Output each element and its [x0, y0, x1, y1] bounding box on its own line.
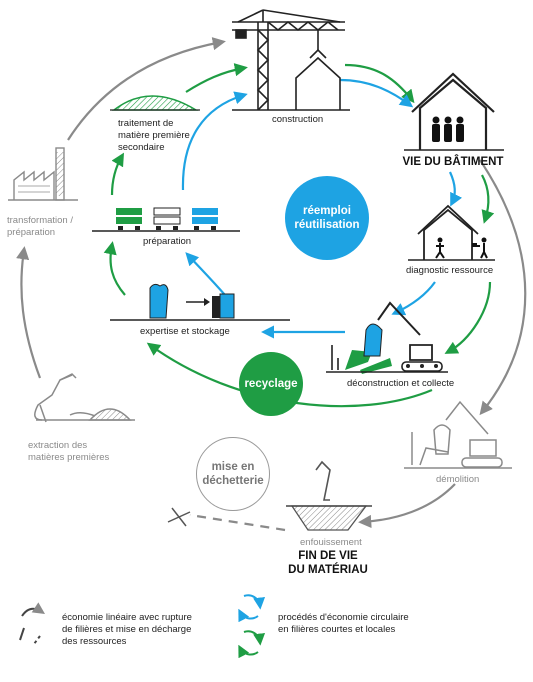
arrow-expertise-to-preparation [103, 241, 126, 296]
arrow-construction-to-vie-blue [339, 78, 414, 108]
linear-flow-arrows [16, 37, 527, 532]
arrow-vie-to-diagnostic-blue [449, 171, 463, 207]
label-expertise: expertise et stockage [140, 326, 230, 337]
arrow-deconstruction-to-expertise [146, 342, 433, 408]
arrow-preparation-to-construction [181, 91, 248, 191]
legend-circulaire-text: procédés d'économie circulaire en filièr… [278, 612, 409, 636]
reemploi-l1: réemploi [303, 205, 351, 217]
legend-circulaire-l1: procédés d'économie circulaire [278, 612, 409, 623]
factory-icon [8, 147, 78, 201]
house-with-people-icon [404, 72, 504, 151]
label-deconstruction: déconstruction et collecte [347, 378, 455, 389]
preparation-pallets-icon [92, 207, 240, 232]
expertise-storage-icon [110, 283, 290, 321]
label-enfouissement: enfouissement [300, 537, 362, 548]
label-diagnostic: diagnostic ressource [406, 265, 494, 276]
blue-flow-arrows [181, 78, 463, 339]
label-traitement-l2: matière première [118, 130, 190, 141]
label-extraction: extraction des matières premières [28, 440, 109, 464]
label-fin-de-vie: FIN DE VIE DU MATÉRIAU [268, 549, 388, 577]
legend-green-cycle-icon [238, 630, 266, 659]
label-traitement-l1: traitement de [118, 118, 174, 129]
label-transformation-l2: préparation [7, 227, 56, 238]
label-construction: construction [272, 114, 324, 125]
arrow-vie-to-demolition [479, 159, 527, 416]
legend-lineaire-l1: économie linéaire avec rupture [62, 612, 192, 623]
label-vie-batiment: VIE DU BÂTIMENT [402, 156, 504, 168]
arrow-diagnostic-to-deconstruction [444, 281, 492, 354]
label-extraction-l1: extraction des [28, 440, 88, 451]
arrow-construction-to-vie [344, 63, 415, 104]
cross-mark-icon [167, 507, 191, 527]
arrow-dechetterie-dashed [189, 513, 286, 532]
reemploi-bubble: réemploi réutilisation [285, 176, 369, 260]
reemploi-l2: réutilisation [294, 219, 360, 231]
legend-lineaire-l2: de filières et mise en décharge [62, 624, 192, 635]
label-fin-de-vie-l2: DU MATÉRIAU [288, 564, 368, 576]
arrow-vie-to-diagnostic [481, 174, 495, 224]
legend-blue-cycle-icon [238, 594, 266, 623]
dechetterie-l1: mise en [211, 461, 255, 473]
arrow-preparation-to-traitement [110, 152, 124, 196]
arrow-transformation-to-construction [67, 37, 226, 141]
demolition-excavator-icon [404, 400, 512, 469]
material-heap-icon [110, 95, 200, 111]
label-fin-de-vie-l1: FIN DE VIE [298, 550, 358, 562]
diagnostic-house-icon [408, 204, 495, 261]
arrow-expertise-to-preparation-blue [185, 252, 226, 296]
arrow-diagnostic-to-deconstruction-blue [391, 281, 436, 316]
arrow-extraction-to-transformation [16, 246, 42, 379]
arrow-demolition-to-fin [358, 483, 456, 529]
recyclage-label: recyclage [244, 378, 298, 390]
legend-lineaire-text: économie linéaire avec rupture de filièr… [62, 612, 192, 648]
green-flow-arrows [103, 63, 495, 408]
dechetterie-bubble: mise en déchetterie [196, 437, 270, 511]
recyclage-bubble: recyclage [239, 352, 303, 416]
legend-circulaire-l2: en filières courtes et locales [278, 624, 396, 635]
deconstruction-excavator-icon [326, 301, 448, 374]
legend-linear-icon [19, 602, 45, 645]
label-transformation-l1: transformation / [7, 215, 73, 226]
arrow-traitement-to-construction [185, 63, 248, 93]
label-transformation: transformation / préparation [7, 215, 73, 239]
label-extraction-l2: matières premières [28, 452, 110, 463]
label-traitement-l3: secondaire [118, 142, 165, 153]
label-traitement: traitement de matière première secondair… [118, 118, 190, 154]
construction-crane-icon [232, 9, 345, 111]
label-demolition: démolition [436, 474, 480, 485]
label-preparation: préparation [143, 236, 192, 247]
extraction-excavator-icon [34, 373, 135, 423]
legend-lineaire-l3: des ressources [62, 636, 127, 647]
landfill-pit-icon [286, 460, 372, 531]
dechetterie-l2: déchetterie [202, 475, 264, 487]
